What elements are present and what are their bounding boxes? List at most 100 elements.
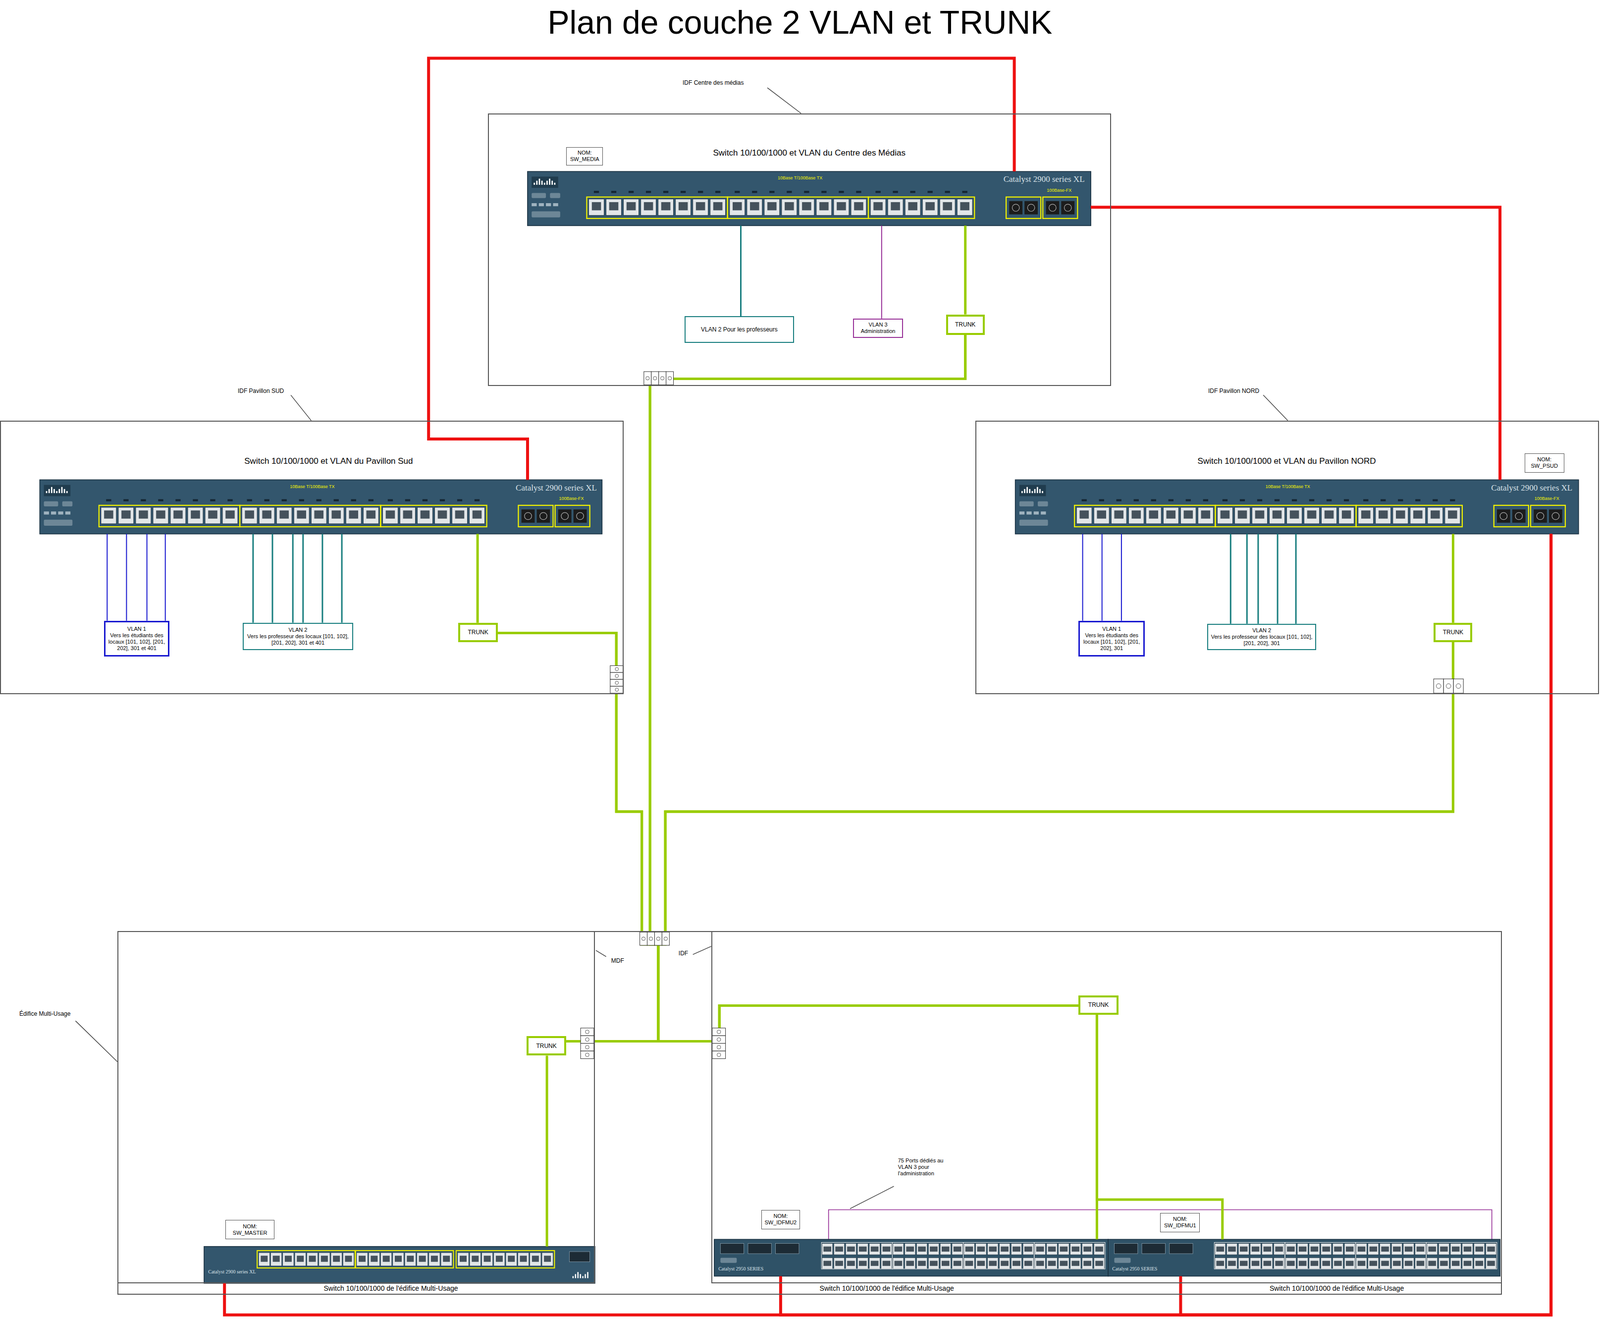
rj45-port: [1093, 1257, 1105, 1269]
rj45-jack: [1357, 1246, 1366, 1252]
logo-bar: [584, 1273, 586, 1278]
mode-button: [1114, 1257, 1131, 1263]
rj45-port: [1058, 1243, 1069, 1255]
name-tag: NOM: SW_IDFMU2: [761, 1209, 800, 1229]
logo-bar: [586, 1271, 588, 1278]
rj45-jack: [1428, 1260, 1437, 1266]
fiber-ring: [1499, 512, 1507, 520]
rj45-port: [1444, 507, 1461, 524]
rj45-jack: [420, 510, 430, 519]
rj45-jack: [626, 202, 637, 211]
rj45-port: [1391, 1243, 1402, 1255]
port-led: [175, 499, 181, 502]
patch-cell: [610, 679, 624, 687]
rj45-port: [1081, 1257, 1093, 1269]
port-led: [663, 190, 669, 193]
port-led: [1081, 499, 1087, 502]
rj45-jack: [823, 1246, 832, 1252]
zone-label: IDF Centre des médias: [681, 79, 745, 87]
vlan-box: TRUNK: [458, 622, 498, 642]
switch-text: Catalyst 2900 series XL: [208, 1268, 256, 1275]
fiber-ring: [1027, 204, 1035, 212]
cable: [302, 533, 304, 623]
rj45-jack: [344, 1255, 352, 1262]
rj45-port: [135, 507, 152, 524]
rj45-port: [952, 1243, 963, 1255]
patch-port: [585, 1045, 589, 1049]
rj45-jack: [1345, 1246, 1354, 1252]
fiber-port: [1548, 509, 1563, 523]
rj45-port: [1093, 507, 1110, 524]
box-text: TRUNK: [950, 320, 981, 328]
cable: [428, 57, 1014, 480]
rj45-port: [1217, 507, 1233, 524]
rj45-jack: [430, 1255, 438, 1262]
rj45-port: [457, 1252, 469, 1266]
switch: Switch 10/100/1000 et VLAN du Centre des…: [527, 171, 1091, 226]
port-led: [1185, 499, 1191, 502]
patch-cell: [610, 672, 624, 680]
switch: Switch 10/100/1000 de l'édifice Multi-Us…: [714, 1238, 1109, 1276]
patch-port: [717, 1029, 721, 1034]
rj45-port: [306, 1252, 318, 1266]
logo-bar: [48, 488, 51, 493]
rj45-jack: [1475, 1260, 1484, 1266]
port-led: [368, 499, 374, 502]
rj45-port: [541, 1252, 553, 1266]
rj45-jack: [907, 202, 918, 211]
cable: [125, 533, 127, 621]
rj45-jack: [1275, 1246, 1283, 1252]
rj45-port: [276, 507, 292, 524]
rj45-port: [416, 1252, 428, 1266]
rj45-jack: [1369, 1246, 1378, 1252]
rj45-port: [222, 507, 238, 524]
rj45-jack: [1440, 1246, 1448, 1252]
switch-body: [714, 1238, 1109, 1276]
rj45-port: [1427, 1243, 1438, 1255]
port-led: [1151, 499, 1157, 502]
zone-box: MDFTRUNKNOM: SW_MASTERSwitch 10/100/1000…: [117, 930, 595, 1283]
rj45-jack: [1227, 1246, 1236, 1252]
patch-port: [641, 936, 645, 941]
mode-button: [549, 192, 561, 198]
rj45-jack: [483, 1255, 491, 1262]
switch-text: Switch 10/100/1000 et VLAN du Centre des…: [713, 148, 906, 159]
port-led: [1380, 499, 1386, 502]
cable: [566, 641, 1453, 1042]
rj45-jack: [695, 202, 706, 211]
rj45-port: [293, 507, 310, 524]
rj45-port: [729, 199, 746, 216]
port-led: [192, 499, 198, 502]
cable: [1180, 533, 1551, 1315]
rj45-port: [821, 1257, 833, 1269]
patch-port: [585, 1029, 589, 1034]
rj45-port: [493, 1252, 505, 1266]
rj45-jack: [173, 510, 183, 519]
rj45-port: [153, 507, 169, 524]
rj45-port: [270, 1252, 282, 1266]
rj45-port: [101, 507, 117, 524]
rj45-jack: [507, 1255, 515, 1262]
switch-body: [1015, 479, 1579, 534]
cable: [164, 533, 166, 621]
rj45-jack: [1475, 1246, 1484, 1252]
rj45-jack: [941, 1246, 950, 1252]
rj45-jack: [801, 202, 812, 211]
rj45-jack: [767, 202, 777, 211]
rj45-jack: [1447, 510, 1458, 519]
zone-label: IDF Pavillon NORD: [1207, 387, 1261, 395]
box-text: Administration: [855, 327, 901, 335]
rj45-jack: [929, 1260, 938, 1266]
rj45-jack: [906, 1260, 914, 1266]
cable: [1090, 207, 1500, 480]
vlan-box: TRUNK: [946, 314, 985, 335]
rj45-port: [1462, 1257, 1473, 1269]
fiber-ring: [1049, 204, 1057, 212]
rj45-port: [517, 1252, 529, 1266]
status-led: [51, 511, 56, 515]
port-led: [769, 190, 775, 193]
logo-plate: [531, 176, 559, 188]
rj45-jack: [1345, 1260, 1354, 1266]
rj45-jack: [1201, 510, 1211, 519]
patch-cell: [651, 371, 659, 385]
